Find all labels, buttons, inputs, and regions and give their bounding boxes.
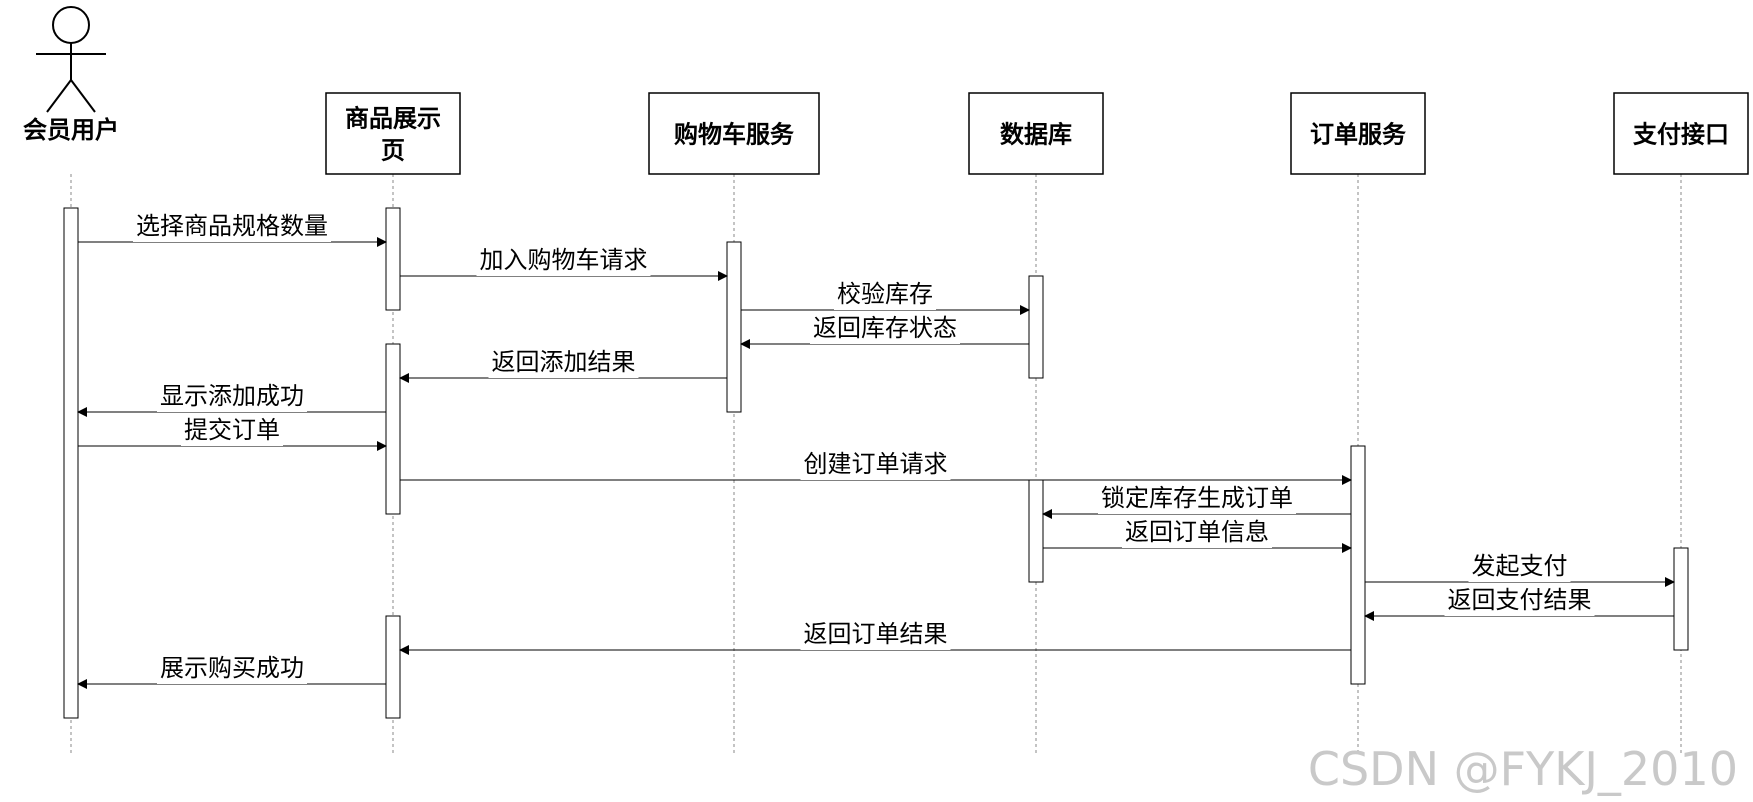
- participant-label: 商品展示: [345, 105, 441, 133]
- participant-box: [968, 92, 1104, 175]
- activation-bar: [385, 207, 401, 311]
- participant-box: [648, 92, 820, 175]
- message-label: 提交订单: [184, 416, 280, 444]
- message-label: 返回订单结果: [804, 620, 948, 648]
- message-label-bg: [834, 280, 936, 310]
- participant-label: 支付接口: [1633, 121, 1729, 149]
- activation-bar: [1350, 445, 1366, 685]
- message-label: 返回支付结果: [1448, 586, 1592, 614]
- watermark: CSDN @FYKJ_2010: [1308, 742, 1738, 796]
- message-label-bg: [810, 314, 960, 344]
- message-label: 校验库存: [837, 280, 933, 308]
- message-label: 锁定库存生成订单: [1101, 484, 1293, 512]
- participant-box: [1613, 92, 1749, 175]
- message-label-bg: [1468, 552, 1571, 582]
- participant-box: [1290, 92, 1426, 175]
- message-label-bg: [800, 450, 951, 480]
- participant-label: 数据库: [1000, 121, 1072, 149]
- activation-bar: [726, 241, 742, 413]
- message-label-bg: [181, 416, 283, 446]
- message-label-bg: [800, 620, 951, 650]
- participant-label: 订单服务: [1310, 121, 1407, 149]
- message-label: 返回订单信息: [1125, 518, 1269, 546]
- message-label-bg: [476, 246, 651, 276]
- activation-bar: [385, 343, 401, 515]
- message-label: 返回添加结果: [492, 348, 636, 376]
- message-label-bg: [157, 382, 307, 412]
- participant-label: 页: [381, 137, 405, 165]
- activation-bar: [1028, 479, 1044, 583]
- message-label-bg: [1098, 484, 1296, 514]
- activation-bar: [1673, 547, 1689, 651]
- participant-box: [325, 92, 461, 175]
- message-label-bg: [1122, 518, 1272, 548]
- message-label: 发起支付: [1472, 552, 1568, 580]
- activation-bar: [385, 615, 401, 719]
- message-label: 创建订单请求: [804, 450, 948, 478]
- message-label-bg: [133, 212, 331, 242]
- message-label: 展示购买成功: [160, 654, 304, 682]
- message-label-bg: [1444, 586, 1595, 616]
- message-label-bg: [157, 654, 307, 684]
- participant-label: 会员用户: [23, 116, 119, 144]
- message-label: 显示添加成功: [160, 382, 304, 410]
- message-label: 加入购物车请求: [480, 246, 648, 274]
- message-label: 选择商品规格数量: [136, 212, 328, 240]
- message-label: 返回库存状态: [813, 314, 957, 342]
- message-label-bg: [488, 348, 639, 378]
- activation-bar: [63, 207, 79, 719]
- actor-figure: [36, 6, 106, 113]
- activation-bar: [1028, 275, 1044, 379]
- participant-label: 购物车服务: [674, 121, 795, 149]
